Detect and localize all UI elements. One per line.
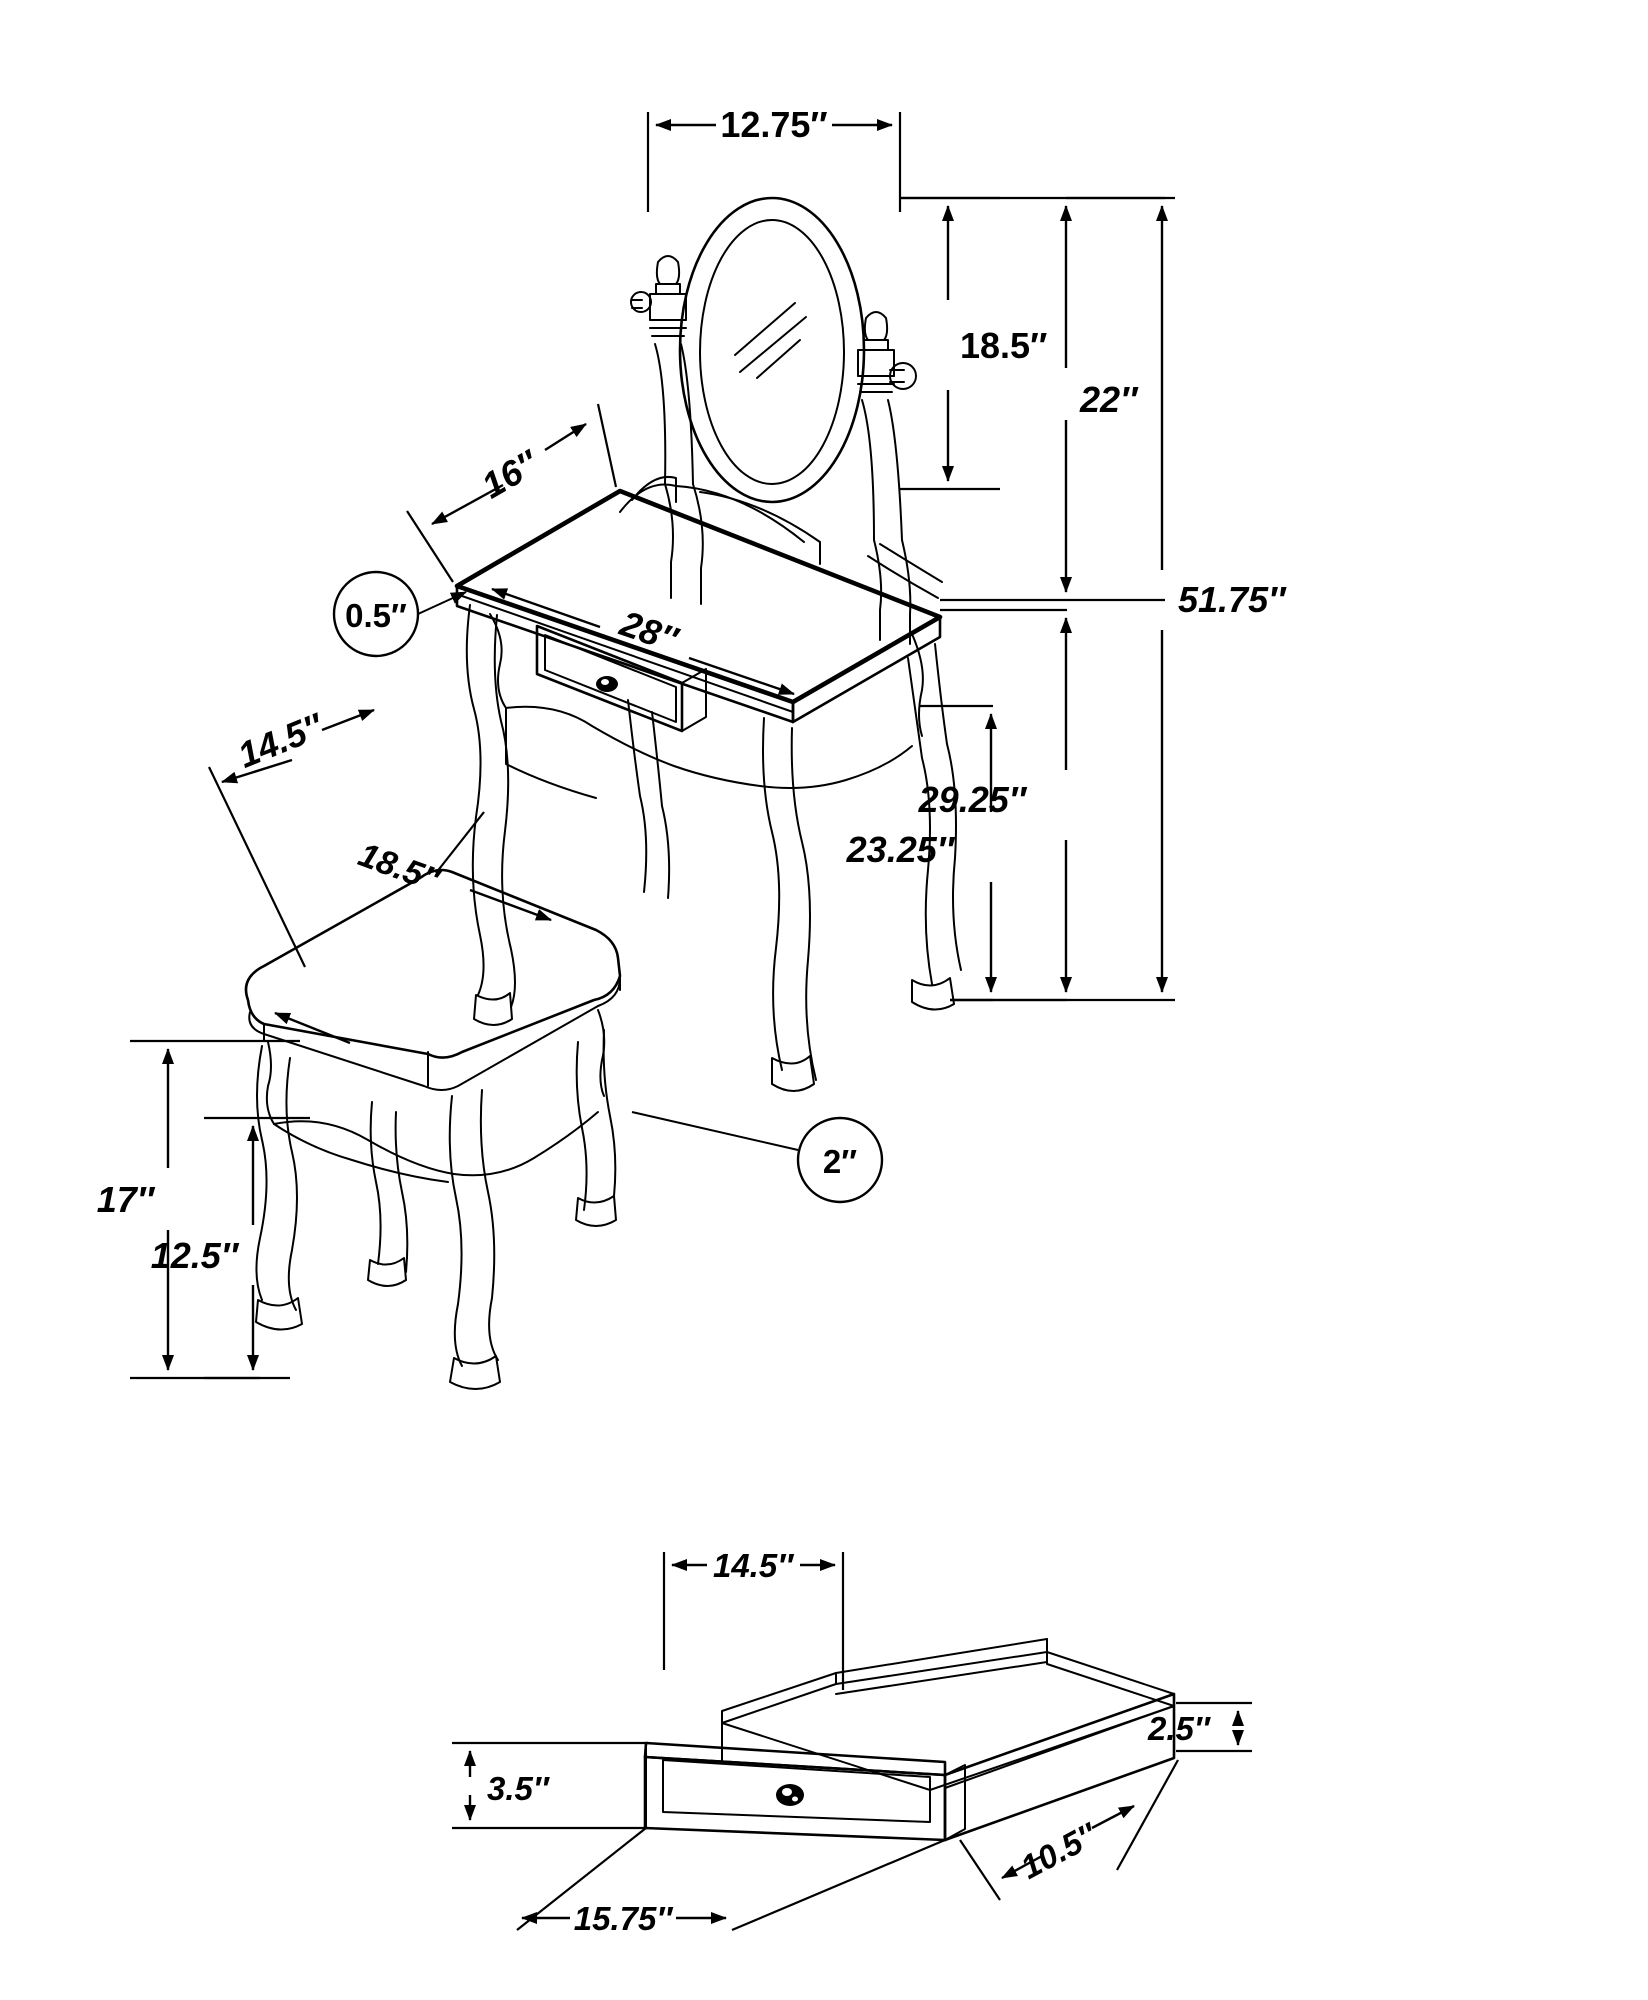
dimension-mirror-width: 12.75″ — [646, 104, 902, 212]
bench-apron-right — [597, 1009, 606, 1097]
table-apron-left — [489, 613, 597, 799]
dimension-drawer-depth: 10.5″ — [959, 1759, 1179, 1901]
dimension-label-mirror-assembly-height: 22″ — [1079, 379, 1139, 420]
bench-apron-left — [265, 1041, 449, 1183]
mirror-assembly — [630, 196, 917, 645]
mirror-right-support — [873, 539, 883, 641]
bench-leg-front-left — [255, 1045, 268, 1301]
dimension-bench-cushion-thickness: 2″ — [631, 1111, 884, 1204]
bench-foot-front-left — [255, 1297, 303, 1331]
bench-leg-back-right-inner — [602, 1029, 617, 1197]
table-apron-right — [911, 633, 924, 737]
drawer-front-top-edge — [643, 1741, 947, 1777]
table-top-edge-reveal — [461, 595, 794, 713]
callout-bubble-bench-cushion — [796, 1116, 884, 1204]
bench-cushion-corners — [263, 975, 621, 1087]
table-leg-front-left — [465, 604, 485, 996]
bench-leg-front-right — [448, 1095, 463, 1367]
dimension-label-mirror-height: 18.5″ — [960, 325, 1047, 366]
dimension-table-top-thickness: 0.5″ — [332, 570, 467, 658]
bench-leg-front-left-inner — [285, 1057, 298, 1311]
dimension-bench-apron-height: 12.5″ — [151, 1116, 310, 1380]
dimension-label-table-apron-clearance: 23.25″ — [846, 829, 956, 870]
dimension-label-table-top-thickness: 0.5″ — [345, 597, 407, 634]
drawer-front-side-thickness — [944, 1764, 966, 1841]
table-foot-back-right — [911, 977, 955, 1011]
mirror-left-support — [664, 483, 674, 599]
drawer-detail — [643, 1638, 1176, 1842]
dimension-label-drawer-front-height: 3.5″ — [487, 1770, 550, 1807]
table-leg-front-right — [762, 717, 783, 1071]
dimension-label-drawer-side-height: 2.5″ — [1147, 1710, 1211, 1747]
dimension-label-table-depth: 16″ — [475, 441, 547, 506]
dimension-mirror-assembly-height: 22″ — [900, 196, 1165, 602]
drawer-detail-knob-icon — [776, 1784, 804, 1806]
table-leg-front-left-inner — [493, 614, 516, 1008]
dimension-drawer-interior-width: 14.5″ — [662, 1547, 845, 1690]
dimension-label-table-top-height: 29.25″ — [918, 779, 1028, 820]
table-back-riser-curve — [699, 491, 821, 565]
bench-apron-scallop — [273, 1111, 599, 1177]
dimension-drawer-front-height: 3.5″ — [452, 1741, 648, 1830]
table-drawer-front-inset — [544, 634, 677, 723]
dimension-label-total-height: 51.75″ — [1178, 579, 1287, 620]
mirror-frame-inner — [699, 219, 845, 485]
dimension-drawer-front-width: 15.75″ — [516, 1827, 946, 1937]
drawer-back-inner — [721, 1672, 837, 1724]
table-leg-back-left — [627, 699, 648, 893]
mirror-glass-shine-icon — [734, 302, 807, 379]
dimension-label-bench-height: 17″ — [97, 1179, 156, 1220]
drawer-right-side — [943, 1692, 1176, 1842]
bench-leg-back-left — [369, 1101, 382, 1265]
dimension-label-mirror-width: 12.75″ — [720, 104, 827, 145]
mirror-right-support-inner — [901, 539, 912, 645]
table-leg-front-right-inner — [790, 727, 817, 1081]
dimension-total-height: 51.75″ — [950, 196, 1287, 1002]
table-apron-scallop — [505, 705, 913, 789]
table-drawer-front-side — [681, 668, 707, 732]
bench-cushion-side — [248, 977, 621, 1091]
dimension-table-top-height: 29.25″ — [918, 608, 1072, 1002]
mirror-frame-outer — [678, 196, 866, 504]
drawer-right-inner — [1046, 1651, 1175, 1707]
table-leg-back-right — [907, 657, 933, 985]
dimension-label-bench-apron-height: 12.5″ — [151, 1235, 240, 1276]
table-drawer-knob-icon — [596, 676, 618, 692]
bench-foot-back-left — [367, 1257, 407, 1287]
bench-leg-back-right — [575, 1041, 588, 1211]
bench-foot-front-right — [449, 1355, 501, 1390]
dimension-label-drawer-interior-width: 14.5″ — [713, 1547, 794, 1584]
bench-foot-back-right — [575, 1195, 617, 1227]
table-leg-back-left-inner — [651, 711, 671, 899]
mirror-right-post — [857, 311, 917, 541]
dimension-drawer-side-height: 2.5″ — [1147, 1701, 1252, 1753]
mirror-left-post — [630, 255, 694, 485]
mirror-left-support-inner — [692, 483, 704, 605]
table-foot-front-left — [473, 992, 513, 1026]
dimension-mirror-height: 18.5″ — [900, 196, 1047, 491]
dimension-label-table-width: 28″ — [614, 602, 684, 660]
dimension-label-drawer-front-width: 15.75″ — [574, 1900, 674, 1937]
table-foot-front-right — [771, 1055, 815, 1092]
table-top-right-edge — [791, 615, 942, 724]
dimension-bench-depth: 14.5″ — [208, 704, 485, 968]
bench-cushion-top — [244, 868, 622, 1059]
dimension-label-drawer-depth: 10.5″ — [1015, 1815, 1104, 1886]
vanity-table — [454, 476, 962, 1092]
table-back-riser-edge — [619, 483, 677, 513]
dimension-label-bench-depth: 14.5″ — [232, 704, 330, 775]
drawer-front-panel-inset — [662, 1759, 931, 1823]
table-leg-back-right-inner — [934, 643, 962, 971]
bench-leg-front-right-inner — [479, 1089, 499, 1361]
dimension-label-bench-cushion-thickness: 2″ — [823, 1143, 857, 1180]
vanity-bench — [244, 868, 622, 1390]
dimension-table-apron-clearance: 23.25″ — [846, 704, 997, 1002]
bench-leg-back-left-inner — [394, 1111, 409, 1273]
